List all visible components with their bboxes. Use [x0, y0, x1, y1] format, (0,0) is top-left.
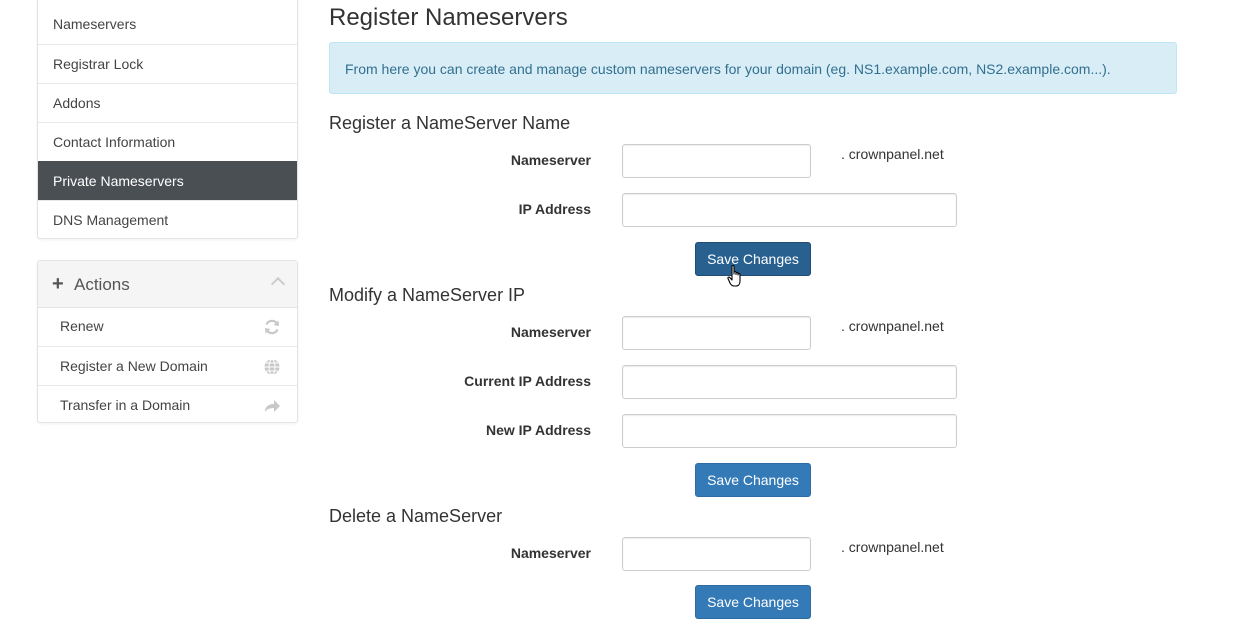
- register-ip-label: IP Address: [518, 201, 591, 217]
- sidebar-item-registrar-lock[interactable]: Registrar Lock: [38, 44, 297, 83]
- register-save-button[interactable]: Save Changes: [695, 242, 811, 276]
- actions-panel-header[interactable]: + Actions: [38, 261, 297, 308]
- domain-nav-panel: Nameservers Registrar Lock Addons Contac…: [37, 0, 298, 239]
- info-alert: From here you can create and manage cust…: [329, 42, 1177, 94]
- register-ip-input[interactable]: [622, 193, 957, 227]
- action-renew[interactable]: Renew: [38, 307, 297, 346]
- share-arrow-icon: [265, 400, 280, 412]
- action-label: Renew: [60, 318, 104, 334]
- modify-domain-suffix: . crownpanel.net: [841, 318, 944, 334]
- action-transfer-domain[interactable]: Transfer in a Domain: [38, 385, 297, 424]
- actions-panel: + Actions Renew Register a New Domain Tr…: [37, 260, 298, 423]
- action-label: Transfer in a Domain: [60, 397, 191, 413]
- modify-current-ip-label: Current IP Address: [464, 373, 591, 389]
- hand-cursor-icon: [727, 264, 741, 287]
- sidebar-item-dns-management[interactable]: DNS Management: [38, 200, 297, 239]
- delete-nameserver-label: Nameserver: [510, 545, 591, 561]
- actions-title: Actions: [74, 275, 130, 294]
- globe-icon: [264, 359, 280, 375]
- sidebar-item-addons[interactable]: Addons: [38, 83, 297, 122]
- register-nameserver-input[interactable]: [622, 144, 811, 178]
- plus-icon: +: [52, 273, 64, 295]
- delete-nameserver-input[interactable]: [622, 537, 811, 571]
- modify-new-ip-label: New IP Address: [485, 422, 591, 438]
- delete-section-heading: Delete a NameServer: [329, 506, 503, 526]
- delete-save-button[interactable]: Save Changes: [695, 585, 811, 619]
- chevron-up-icon[interactable]: [270, 276, 286, 292]
- modify-section-heading: Modify a NameServer IP: [329, 285, 526, 305]
- register-domain-suffix: . crownpanel.net: [841, 146, 944, 162]
- modify-nameserver-label: Nameserver: [510, 324, 591, 340]
- delete-domain-suffix: . crownpanel.net: [841, 539, 944, 555]
- page-title: Register Nameservers: [329, 4, 568, 31]
- action-label: Register a New Domain: [60, 358, 208, 374]
- modify-save-button[interactable]: Save Changes: [695, 463, 811, 497]
- action-register-new-domain[interactable]: Register a New Domain: [38, 346, 297, 385]
- modify-current-ip-input[interactable]: [622, 365, 957, 399]
- register-section-heading: Register a NameServer Name: [329, 113, 571, 133]
- refresh-icon: [265, 319, 279, 335]
- sidebar-item-contact-information[interactable]: Contact Information: [38, 122, 297, 161]
- sidebar-item-nameservers[interactable]: Nameservers: [53, 16, 137, 32]
- modify-nameserver-input[interactable]: [622, 316, 811, 350]
- sidebar-item-private-nameservers[interactable]: Private Nameservers: [38, 161, 297, 200]
- modify-new-ip-input[interactable]: [622, 414, 957, 448]
- register-nameserver-label: Nameserver: [510, 152, 591, 168]
